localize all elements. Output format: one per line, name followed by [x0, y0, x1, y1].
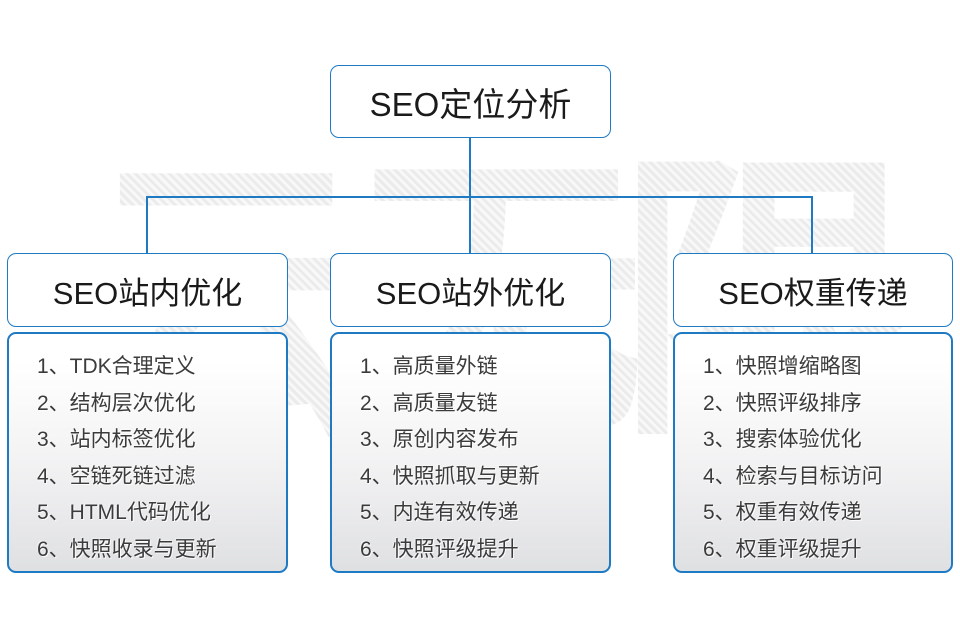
list-item: 3、搜索体验优化	[703, 428, 862, 451]
column-title: SEO站内优化	[52, 275, 243, 311]
list-item: 2、快照评级排序	[703, 391, 862, 415]
column-item-list: 1、快照增缩略图 2、快照评级排序 3、搜索体验优化 4、检索与目标访问 5、权…	[673, 332, 953, 573]
root-node-seo-positioning: SEO定位分析	[330, 65, 611, 138]
column-header: SEO站外优化	[330, 253, 611, 327]
list-item: 1、快照增缩略图	[703, 355, 862, 378]
list-item: 5、内连有效传递	[360, 501, 519, 524]
connector-right-vertical	[811, 196, 813, 255]
column-title: SEO权重传递	[718, 275, 908, 311]
connector-horizontal-bus	[146, 196, 813, 198]
column-offsite-optimization: SEO站外优化 1、高质量外链 2、高质量友链 3、原创内容发布 4、快照抓取与…	[330, 253, 611, 589]
list-item: 6、快照收录与更新	[37, 537, 217, 561]
list-item: 3、站内标签优化	[37, 428, 196, 451]
connector-root-vertical	[469, 137, 471, 197]
list-item: 5、HTML代码优化	[37, 501, 211, 524]
root-node-title: SEO定位分析	[369, 85, 572, 123]
list-item: 2、高质量友链	[360, 391, 498, 415]
column-header: SEO权重传递	[673, 253, 953, 327]
list-item: 4、检索与目标访问	[703, 464, 883, 488]
column-title: SEO站外优化	[375, 275, 566, 311]
connector-middle-vertical	[469, 196, 471, 255]
column-item-list: 1、高质量外链 2、高质量友链 3、原创内容发布 4、快照抓取与更新 5、内连有…	[330, 332, 611, 573]
list-item: 6、权重评级提升	[703, 537, 862, 561]
list-item: 6、快照评级提升	[360, 537, 519, 561]
connector-left-vertical	[146, 196, 148, 255]
list-item: 1、TDK合理定义	[37, 355, 196, 378]
list-item: 2、结构层次优化	[37, 391, 196, 415]
list-item: 1、高质量外链	[360, 355, 498, 378]
column-onsite-optimization: SEO站内优化 1、TDK合理定义 2、结构层次优化 3、站内标签优化 4、空链…	[7, 253, 288, 589]
column-header: SEO站内优化	[7, 253, 288, 327]
list-item: 3、原创内容发布	[360, 428, 519, 451]
list-item: 5、权重有效传递	[703, 501, 862, 524]
list-item: 4、空链死链过滤	[37, 464, 196, 488]
column-item-list: 1、TDK合理定义 2、结构层次优化 3、站内标签优化 4、空链死链过滤 5、H…	[7, 332, 288, 573]
list-item: 4、快照抓取与更新	[360, 464, 540, 488]
column-weight-transfer: SEO权重传递 1、快照增缩略图 2、快照评级排序 3、搜索体验优化 4、检索与…	[673, 253, 953, 589]
